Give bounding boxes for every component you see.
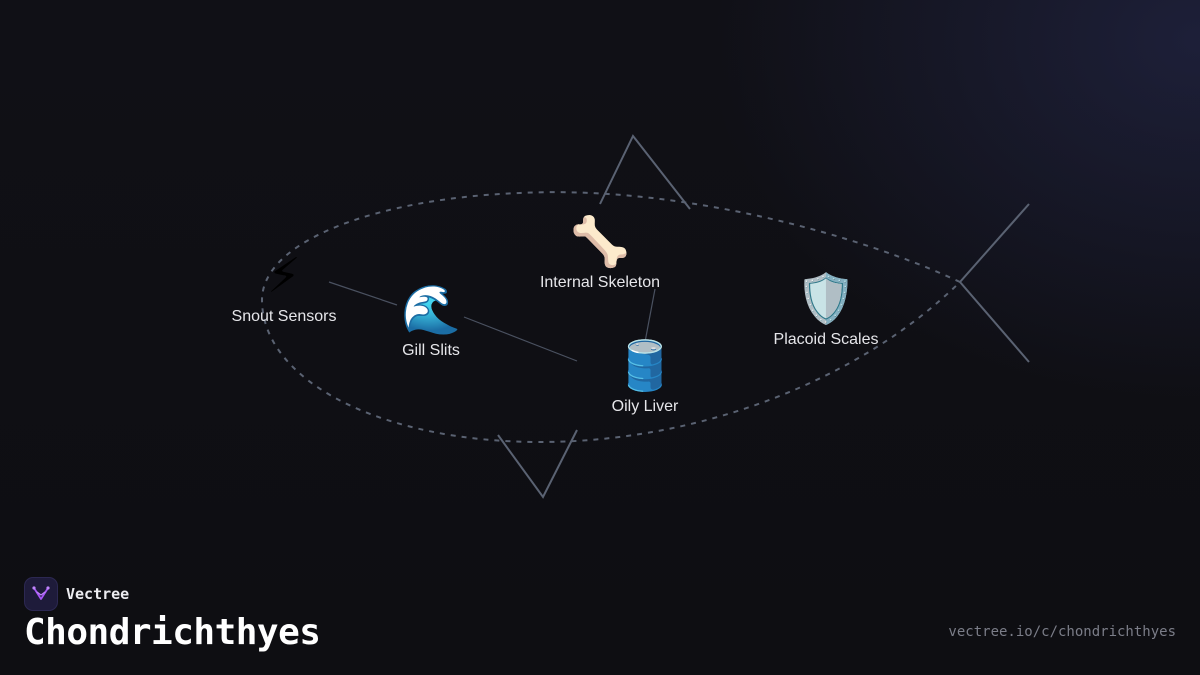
brand-name: Vectree xyxy=(66,585,130,603)
fish-body-outline xyxy=(260,191,962,444)
connector-gill-to-liver xyxy=(463,316,578,362)
node-gill-slits[interactable]: 🌊 Gill Slits xyxy=(401,281,461,361)
node-label: Oily Liver xyxy=(611,398,679,415)
dorsal-fin xyxy=(599,134,691,210)
vectree-logo-icon xyxy=(24,577,58,611)
oil-drum-icon: 🛢️ xyxy=(615,338,675,394)
node-label: Internal Skeleton xyxy=(539,274,661,291)
connector-snout-to-gill xyxy=(328,281,398,306)
pelvic-fin xyxy=(497,429,578,499)
node-label: Snout Sensors xyxy=(231,308,337,325)
connector-skeleton-to-liver xyxy=(644,288,656,343)
wave-icon: 🌊 xyxy=(401,282,461,338)
page-url[interactable]: vectree.io/c/chondrichthyes xyxy=(948,624,1176,640)
node-oily-liver[interactable]: 🛢️ Oily Liver xyxy=(612,337,679,417)
tail-fin xyxy=(958,203,1030,363)
shield-icon: 🛡️ xyxy=(796,271,856,327)
node-snout-sensors[interactable]: ⚡ Snout Sensors xyxy=(232,247,337,327)
brand: Vectree xyxy=(24,577,129,611)
node-label: Placoid Scales xyxy=(773,331,879,348)
bone-icon: 🦴 xyxy=(570,214,630,270)
node-internal-skeleton[interactable]: 🦴 Internal Skeleton xyxy=(540,213,660,293)
lightning-icon: ⚡ xyxy=(267,248,301,304)
page-title: Chondrichthyes xyxy=(24,612,321,653)
node-label: Gill Slits xyxy=(402,342,460,359)
node-placoid-scales[interactable]: 🛡️ Placoid Scales xyxy=(774,270,879,350)
